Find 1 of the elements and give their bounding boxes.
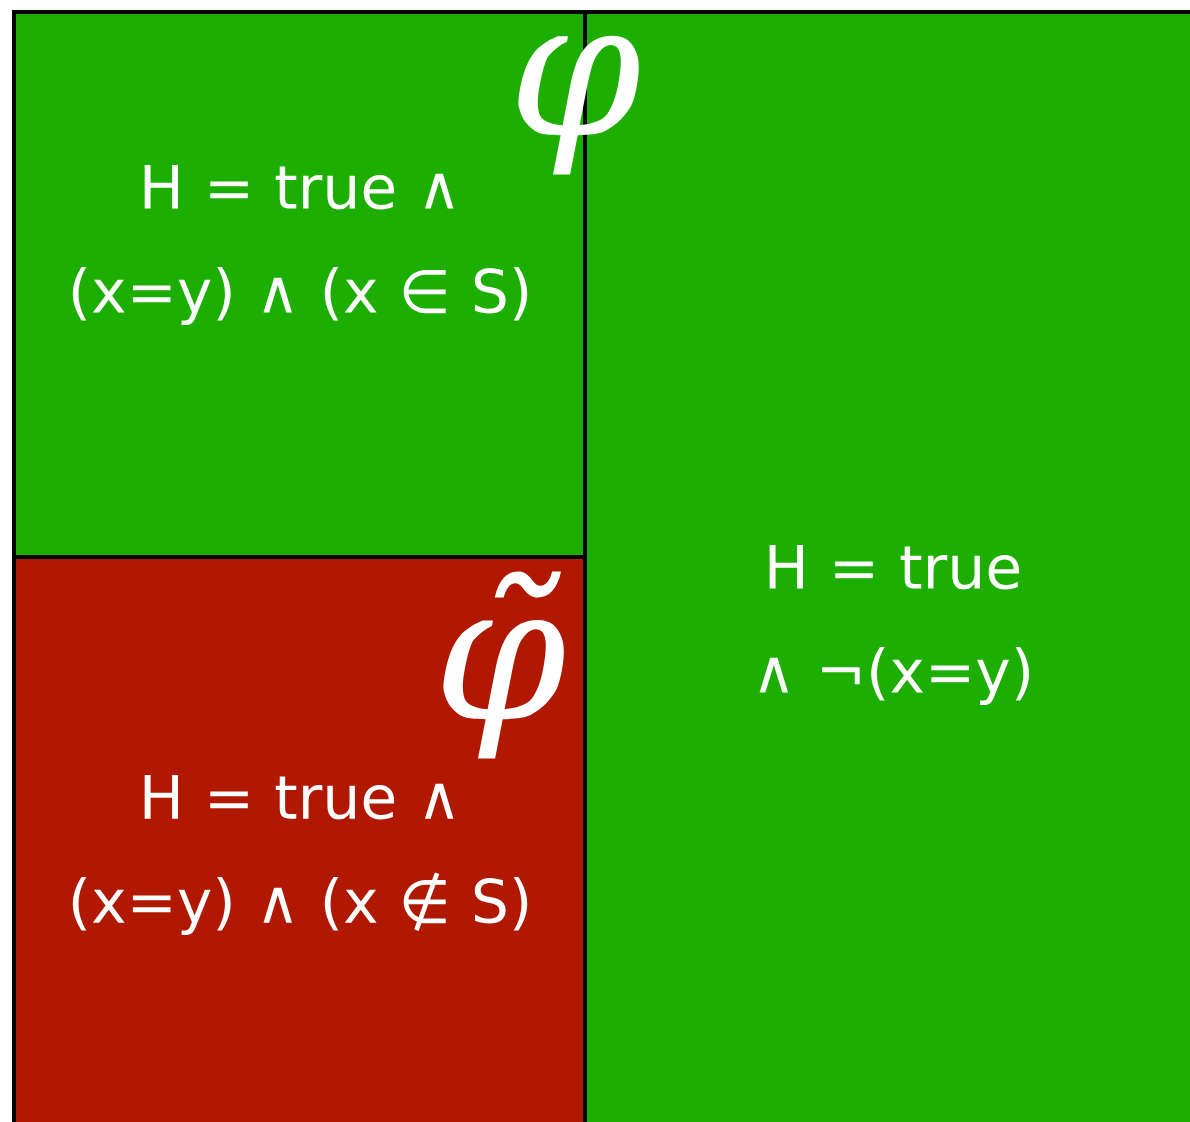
formula-symbol: φ̃ <box>443 571 564 759</box>
